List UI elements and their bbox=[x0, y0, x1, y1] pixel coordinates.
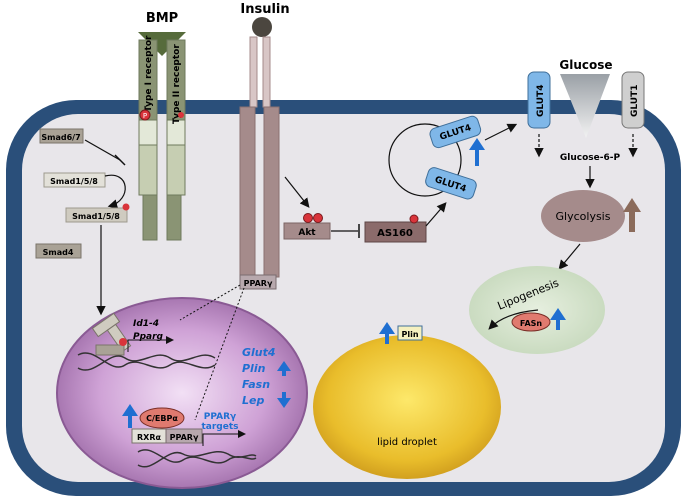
gene-fasn: Fasn bbox=[242, 378, 270, 391]
glut4-membrane-label: GLUT4 bbox=[536, 84, 546, 117]
smad4-label: Smad4 bbox=[43, 248, 74, 257]
glycolysis-to-lipogenesis-arrow bbox=[558, 243, 581, 270]
up-arrow-glycolysis bbox=[623, 198, 641, 212]
insulin-receptor bbox=[239, 36, 280, 278]
inhibition-line-smad67 bbox=[84, 139, 121, 161]
pparg-cyto-box bbox=[239, 274, 277, 290]
fasn-label: FASn bbox=[520, 319, 543, 328]
up-arrow-genes bbox=[277, 361, 291, 371]
up-arrow-cebpa bbox=[122, 404, 138, 416]
gene-plin: Plin bbox=[242, 362, 266, 375]
type-ii-receptor bbox=[166, 39, 186, 241]
up-arrow-plin bbox=[379, 322, 395, 334]
inhibition-bar bbox=[114, 154, 126, 166]
pparg-translocation-line bbox=[194, 287, 245, 421]
lipid-droplet-label: lipid droplet bbox=[377, 437, 437, 448]
plin-label: Plin bbox=[401, 330, 418, 339]
bmp-ligand bbox=[138, 32, 186, 56]
cebpa-node bbox=[139, 407, 185, 429]
as160-to-vesicle-arrow bbox=[425, 202, 447, 227]
dna-strand-1 bbox=[77, 352, 216, 369]
as160-box bbox=[364, 221, 427, 243]
as160-label: AS160 bbox=[377, 228, 413, 239]
up-arrow-fasn bbox=[550, 308, 566, 320]
glucose-gradient bbox=[560, 74, 610, 138]
glycolysis-label: Glycolysis bbox=[556, 210, 611, 223]
gene-list: Glut4 Plin Fasn Lep bbox=[242, 346, 276, 407]
cebpa-label: C/EBPα bbox=[146, 414, 178, 423]
svg-text:P: P bbox=[143, 112, 147, 120]
phospho-smad bbox=[122, 203, 130, 211]
bmp-label: BMP bbox=[146, 11, 178, 26]
lipid-droplet bbox=[313, 335, 501, 479]
dna-strand-4 bbox=[137, 451, 257, 468]
pparg-binding-line bbox=[179, 284, 241, 321]
smad67-box bbox=[39, 128, 84, 144]
glut4-vesicle-protein-b bbox=[425, 167, 477, 200]
type-ii-receptor-label: Type II receptor bbox=[172, 44, 182, 124]
up-arrow-glut4 bbox=[469, 138, 485, 150]
insulin-label: Insulin bbox=[240, 2, 289, 17]
smad158-label-a: Smad1/5/8 bbox=[50, 177, 98, 186]
transcription-arrow-pparg bbox=[202, 430, 246, 446]
smad158-label-b: Smad1/5/8 bbox=[72, 212, 120, 221]
pparg-targets-label-1: PPARγ bbox=[204, 412, 236, 422]
type-i-receptor-label: Type I receptor bbox=[144, 35, 154, 112]
vesicle-to-membrane-arrow bbox=[484, 123, 518, 141]
plin-box bbox=[397, 325, 423, 341]
phospho-akt-1 bbox=[303, 213, 313, 223]
phospho-akt-2 bbox=[313, 213, 323, 223]
phospho-as160 bbox=[409, 214, 419, 224]
receptor-to-akt-arrow bbox=[284, 176, 310, 208]
akt-label: Akt bbox=[298, 228, 316, 238]
glycolysis-node bbox=[541, 190, 625, 242]
pparg-nuc-label: PPARγ bbox=[170, 433, 199, 442]
pparg-targets-label-2: targets bbox=[201, 422, 238, 432]
smad67-label: Smad6/7 bbox=[41, 133, 80, 142]
type-i-receptor bbox=[138, 39, 158, 241]
glut4-vesicle bbox=[388, 123, 462, 197]
smad-phosphorylation-arrow bbox=[104, 174, 126, 209]
transcription-arrow-id1 bbox=[127, 336, 174, 352]
down-arrow-lep bbox=[277, 398, 291, 408]
glut1 bbox=[621, 71, 645, 129]
rxra-label: RXRα bbox=[137, 433, 161, 442]
gene-lep: Lep bbox=[242, 394, 264, 407]
smad158-box-b bbox=[65, 207, 128, 223]
insulin-ligand bbox=[252, 17, 272, 37]
id1-label: Id1-4 bbox=[133, 319, 159, 329]
smad158-box-a bbox=[43, 172, 106, 188]
dna-strand-3 bbox=[137, 449, 257, 464]
lipogenesis-to-droplet-arrow bbox=[488, 309, 539, 330]
glut4-membrane bbox=[527, 71, 551, 129]
glucose-label: Glucose bbox=[559, 58, 612, 72]
gene-glut4: Glut4 bbox=[242, 346, 276, 359]
glut4-vesicle-protein-a bbox=[429, 115, 482, 149]
pparg-gene-label: Pparg bbox=[133, 332, 164, 342]
pparg-cyto-label: PPARγ bbox=[244, 279, 273, 288]
phospho-dot bbox=[178, 112, 184, 118]
dna-strand-2 bbox=[77, 354, 216, 371]
pparg-nuc-box bbox=[165, 428, 203, 444]
fasn-node bbox=[511, 312, 551, 332]
phospho-receptor bbox=[139, 109, 151, 121]
phospho-smad-complex bbox=[119, 338, 127, 346]
glut1-label: GLUT1 bbox=[630, 84, 640, 117]
smad4-box bbox=[35, 243, 82, 259]
g6p-label: Glucose-6-P bbox=[560, 153, 621, 163]
akt-box bbox=[283, 222, 331, 240]
